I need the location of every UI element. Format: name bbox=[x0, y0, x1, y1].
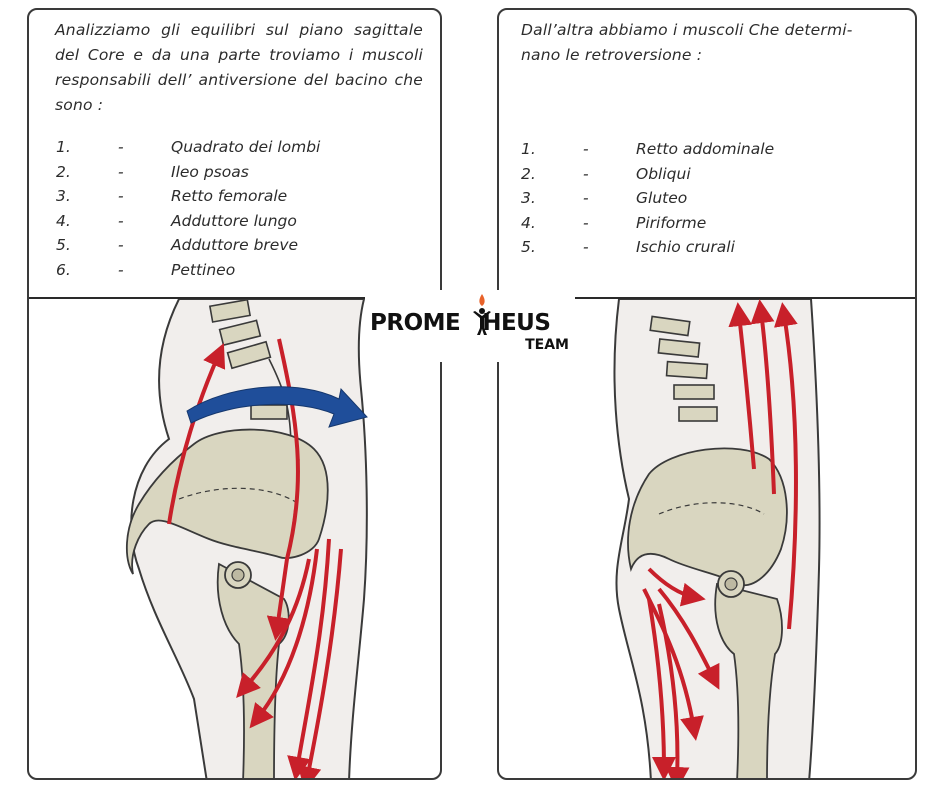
list-item: 1. - Retto addominale bbox=[521, 140, 891, 165]
item-number: 3. bbox=[56, 187, 71, 205]
anteversion-illustration bbox=[29, 299, 442, 780]
retroversion-illustration bbox=[499, 299, 917, 780]
anteversion-intro: Analizziamo gli equilibri sul piano sagi… bbox=[55, 18, 423, 118]
item-dash: - bbox=[118, 138, 124, 156]
item-number: 3. bbox=[521, 189, 536, 207]
item-name: Ischio crurali bbox=[636, 238, 735, 256]
item-number: 6. bbox=[56, 261, 71, 279]
item-name: Quadrato dei lombi bbox=[171, 138, 320, 156]
item-dash: - bbox=[118, 212, 124, 230]
list-item: 2. - Obliqui bbox=[521, 165, 891, 190]
item-name: Adduttore breve bbox=[171, 236, 298, 254]
item-name: Piriforme bbox=[636, 214, 706, 232]
list-item: 5. - Ischio crurali bbox=[521, 238, 891, 263]
item-number: 2. bbox=[521, 165, 536, 183]
item-dash: - bbox=[583, 214, 589, 232]
item-dash: - bbox=[583, 140, 589, 158]
item-name: Adduttore lungo bbox=[171, 212, 297, 230]
item-number: 1. bbox=[56, 138, 71, 156]
retroversion-intro: Dall’altra abbiamo i muscoli Che determi… bbox=[521, 18, 891, 68]
item-number: 2. bbox=[56, 163, 71, 181]
flame-figure-icon bbox=[471, 292, 493, 336]
anteversion-panel: Analizziamo gli equilibri sul piano sagi… bbox=[27, 8, 442, 780]
list-item: 4. - Adduttore lungo bbox=[56, 212, 416, 237]
item-dash: - bbox=[118, 163, 124, 181]
item-name: Ileo psoas bbox=[171, 163, 249, 181]
item-number: 5. bbox=[56, 236, 71, 254]
list-item: 1. - Quadrato dei lombi bbox=[56, 138, 416, 163]
item-number: 4. bbox=[521, 214, 536, 232]
list-item: 2. - Ileo psoas bbox=[56, 163, 416, 188]
item-dash: - bbox=[118, 261, 124, 279]
item-number: 4. bbox=[56, 212, 71, 230]
retroversion-panel: Dall’altra abbiamo i muscoli Che determi… bbox=[497, 8, 917, 780]
list-item: 4. - Piriforme bbox=[521, 214, 891, 239]
anteversion-muscle-list: 1. - Quadrato dei lombi 2. - Ileo psoas 3. - R… bbox=[56, 138, 416, 285]
list-item: 6. - Pettineo bbox=[56, 261, 416, 286]
item-dash: - bbox=[583, 238, 589, 256]
retroversion-muscle-list: 1. - Retto addominale 2. - Obliqui 3. - Gluteo… bbox=[521, 140, 891, 263]
logo-text-left: PROME bbox=[370, 310, 460, 336]
item-dash: - bbox=[118, 187, 124, 205]
item-name: Retto femorale bbox=[171, 187, 287, 205]
item-name: Gluteo bbox=[636, 189, 687, 207]
list-item: 3. - Gluteo bbox=[521, 189, 891, 214]
item-number: 5. bbox=[521, 238, 536, 256]
item-number: 1. bbox=[521, 140, 536, 158]
item-name: Obliqui bbox=[636, 165, 691, 183]
item-name: Retto addominale bbox=[636, 140, 774, 158]
item-dash: - bbox=[118, 236, 124, 254]
list-item: 3. - Retto femorale bbox=[56, 187, 416, 212]
item-dash: - bbox=[583, 189, 589, 207]
item-dash: - bbox=[583, 165, 589, 183]
logo-subtext: TEAM bbox=[525, 337, 569, 353]
list-item: 5. - Adduttore breve bbox=[56, 236, 416, 261]
item-name: Pettineo bbox=[171, 261, 235, 279]
